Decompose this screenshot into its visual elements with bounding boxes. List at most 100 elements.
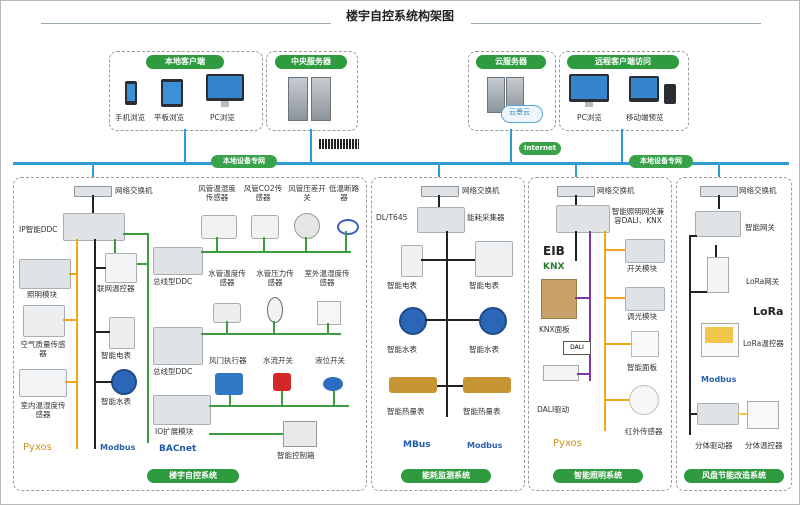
fcu-bus-line xyxy=(689,235,691,435)
sensor-drop xyxy=(263,237,265,253)
ir-sensor-label: 红外传感器 xyxy=(625,427,663,436)
bas-uplink xyxy=(92,164,94,186)
water-link xyxy=(447,319,479,321)
local-private-net-left: 本地设备专网 xyxy=(211,155,277,168)
network-switch-icon xyxy=(421,186,459,197)
switch-to-gateway-link xyxy=(575,195,577,205)
dali-driver-label: DALI驱动 xyxy=(537,405,570,414)
air-quality-sensor-device xyxy=(23,305,65,337)
energy-meter-label-2: 智能电表 xyxy=(469,281,499,290)
energy-footer: 能耗监测系统 xyxy=(401,469,491,483)
lighting-footer: 智能照明系统 xyxy=(553,469,643,483)
lora-gateway-label: LoRa网关 xyxy=(746,277,780,286)
field-bus-link xyxy=(123,233,149,235)
dimming-module-label: 调光模块 xyxy=(627,312,657,321)
pyxos-logo: Pyxos xyxy=(23,442,52,453)
phone-icon xyxy=(664,84,676,104)
control-cabinet-icon xyxy=(283,421,317,447)
sensor-drop xyxy=(345,231,347,253)
phone-screen-icon xyxy=(127,84,135,101)
lighting-gateway-device xyxy=(556,205,610,233)
lighting-module-label: 照明模块 xyxy=(27,290,57,299)
smart-meter-label: 智能电表 xyxy=(101,351,131,360)
server-rack-icon xyxy=(288,77,308,121)
knx-bus-line xyxy=(589,231,591,381)
split-link xyxy=(737,413,747,415)
server-rack-icon xyxy=(487,77,505,113)
eib-logo: EIB xyxy=(543,244,565,258)
heat-meter-icon xyxy=(463,377,511,393)
water-meter-icon xyxy=(111,369,137,395)
io-module-device xyxy=(153,395,211,425)
dali-logo-box: DALI xyxy=(563,341,591,355)
pressure-switch-icon xyxy=(294,213,320,239)
energy-meter-label-1: 智能电表 xyxy=(387,281,417,290)
lighting-pyxos-logo: Pyxos xyxy=(553,438,582,449)
water-meter-label: 智能水表 xyxy=(101,397,131,406)
switch-module-label: 开关模块 xyxy=(627,264,657,273)
fcu-bus-link xyxy=(689,235,697,237)
indoor-th-sensor-device xyxy=(19,369,67,397)
heat-link xyxy=(437,385,463,387)
tablet-screen-icon xyxy=(163,82,181,104)
phone-label: 手机浏览 xyxy=(115,113,145,122)
energy-bus-line xyxy=(446,231,448,417)
energy-heat-label-1: 智能热量表 xyxy=(387,407,425,416)
split-driver-label: 分体驱动器 xyxy=(695,441,733,450)
bus-ddc-1-label: 总线型DDC xyxy=(153,277,193,286)
thermostat-link xyxy=(94,267,106,269)
title-rule-left xyxy=(41,23,331,24)
sensor-drop xyxy=(229,395,231,407)
io-module-label: IO扩展模块 xyxy=(155,427,194,436)
local-client-header: 本地客户端 xyxy=(146,55,224,69)
heat-meter-icon xyxy=(389,377,437,393)
sensor-drop xyxy=(216,237,218,253)
smart-panel-icon xyxy=(631,331,659,357)
bacnet-logo: BACnet xyxy=(159,444,197,454)
energy-heat-label-2: 智能热量表 xyxy=(463,407,501,416)
lora-gateway-icon xyxy=(707,257,729,293)
air-quality-link xyxy=(63,319,77,321)
monitor-screen-icon xyxy=(208,76,242,98)
bus-ddc-1-device xyxy=(153,247,203,275)
module-link xyxy=(605,297,625,299)
energy-water-label-2: 智能水表 xyxy=(469,345,499,354)
thermostat-screen-icon xyxy=(705,327,733,343)
energy-water-label-1: 智能水表 xyxy=(387,345,417,354)
pipe-temp-sensor-label: 水管温度传感器 xyxy=(208,269,246,287)
monitor-stand-icon xyxy=(585,102,593,107)
bus-ddc-2-label: 总线型DDC xyxy=(153,367,193,376)
diagram-title: 楼宇自控系统构架图 xyxy=(345,9,454,23)
pc-label: PC浏览 xyxy=(210,113,235,122)
switch-module-device xyxy=(625,239,665,263)
monitor-stand-icon xyxy=(221,101,229,107)
sensor-drop xyxy=(333,391,335,407)
meter-link xyxy=(421,259,447,261)
internet-badge: Internet xyxy=(519,142,561,155)
sensor-row2-bus xyxy=(201,333,341,335)
low-temp-breaker-icon xyxy=(337,219,359,235)
central-server-link xyxy=(310,129,312,163)
sensor-drop xyxy=(305,237,307,253)
duct-co2-sensor-icon xyxy=(251,215,279,239)
lighting-switch-label: 网络交换机 xyxy=(597,186,635,195)
duct-th-sensor-icon xyxy=(201,215,237,239)
knx-panel-link xyxy=(575,297,590,299)
duct-th-sensor-label: 风管温湿度传感器 xyxy=(198,184,236,202)
meter-link xyxy=(94,331,110,333)
bas-switch-label: 网络交换机 xyxy=(115,186,153,195)
lighting-gateway-label: 智能照明网关兼容DALI、KNX xyxy=(611,207,665,225)
knx-panel-icon xyxy=(541,279,577,319)
antenna-icon xyxy=(715,245,717,257)
bas-footer: 楼宇自控系统 xyxy=(147,469,239,483)
energy-switch-label: 网络交换机 xyxy=(462,186,500,195)
cloud-icon xyxy=(501,105,543,123)
pipe-pressure-sensor-label: 水管压力传感器 xyxy=(256,269,294,287)
field-bus-line xyxy=(147,233,149,443)
dali-driver-icon xyxy=(543,365,579,381)
lora-logo: LoRa xyxy=(753,305,784,318)
water-meter-icon xyxy=(399,307,427,335)
lora-gateway-link xyxy=(689,291,707,293)
outdoor-th-sensor-label: 室外温湿度传感器 xyxy=(304,269,350,287)
fcu-switch-label: 网络交换机 xyxy=(739,186,777,195)
